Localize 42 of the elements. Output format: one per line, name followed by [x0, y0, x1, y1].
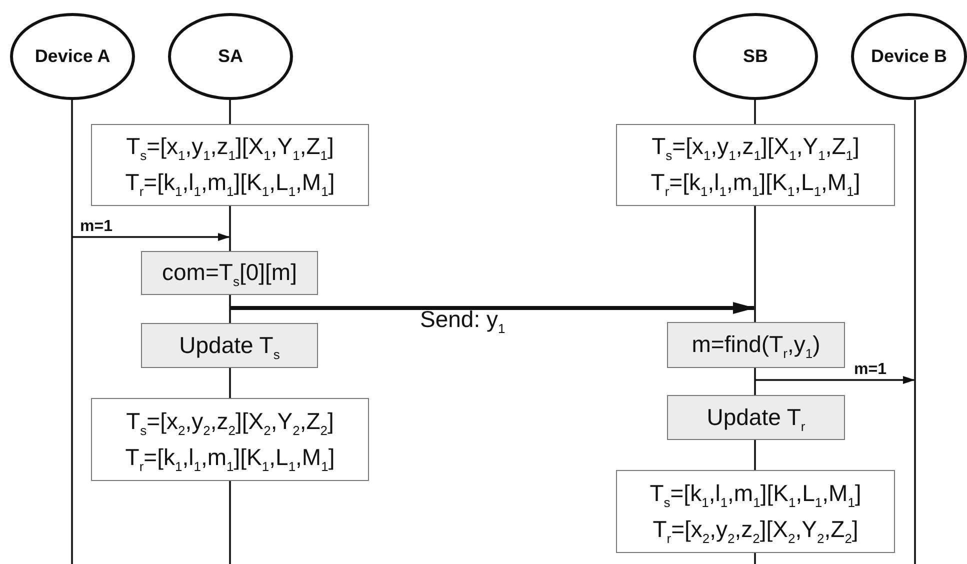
edge-label: m=1	[80, 218, 112, 236]
participant-name: Device B	[870, 46, 948, 67]
table-state-box	[616, 470, 895, 553]
process-box	[141, 251, 318, 295]
table-state-box	[616, 124, 895, 206]
edge-label: Send: y$_{1}$	[420, 306, 506, 333]
process-text: m=find(T$_{r}$,y$_{1}$)	[692, 330, 820, 363]
participant-name: Device A	[34, 46, 110, 67]
table-formula: T$_{r}$=[k$_{1}$,l$_{1}$,m$_{1}$][K$_{1}$,L$_{1}$,M$_{1}$]	[125, 168, 335, 201]
lifeline	[71, 100, 73, 564]
table-formula: T$_{s}$=[k$_{1}$,l$_{1}$,m$_{1}$][K$_{1}$,L$_{1}$,M$_{1}$]	[650, 478, 862, 512]
lifeline	[754, 368, 756, 395]
lifeline	[229, 368, 231, 398]
lifeline	[229, 295, 231, 323]
process-text: Update T$_{s}$	[179, 330, 280, 364]
table-state-box	[91, 124, 369, 206]
table-formula: T$_{r}$=[x$_{2}$,y$_{2}$,z$_{2}$][X$_{2}$,Y$_{2}$,Z$_{2}$]	[652, 514, 858, 548]
process-box	[667, 322, 845, 368]
participant-name: SA	[218, 46, 243, 67]
lifeline	[754, 206, 756, 322]
table-formula: T$_{s}$=[x$_{1}$,y$_{1}$,z$_{1}$][X$_{1}$,Y$_{1}$,Z$_{1}$]	[652, 132, 860, 165]
edge-label: m=1	[854, 361, 886, 379]
message-arrow	[755, 376, 915, 384]
message-arrow	[72, 233, 230, 241]
process-text: Update T$_{r}$	[706, 402, 806, 436]
table-formula: T$_{r}$=[k$_{1}$,l$_{1}$,m$_{1}$][K$_{1}$,L$_{1}$,M$_{1}$]	[125, 442, 335, 476]
lifeline	[229, 100, 231, 124]
lifeline	[229, 481, 231, 564]
table-formula: T$_{r}$=[k$_{1}$,l$_{1}$,m$_{1}$][K$_{1}$,L$_{1}$,M$_{1}$]	[650, 168, 860, 201]
table-state-box	[91, 398, 369, 481]
participant-name: SB	[742, 46, 768, 67]
table-formula: T$_{s}$=[x$_{1}$,y$_{1}$,z$_{1}$][X$_{1}$,Y$_{1}$,Z$_{1}$]	[126, 132, 334, 165]
lifeline	[754, 100, 756, 124]
lifeline	[754, 440, 756, 470]
table-formula: T$_{s}$=[x$_{2}$,y$_{2}$,z$_{2}$][X$_{2}$,Y$_{2}$,Z$_{2}$]	[126, 406, 334, 440]
lifeline	[229, 206, 231, 251]
process-text: com=T$_{s}$[0][m]	[162, 258, 297, 291]
message-arrow	[230, 302, 755, 314]
process-box	[667, 395, 845, 440]
process-box	[141, 323, 318, 368]
lifeline	[914, 100, 916, 564]
lifeline	[754, 553, 756, 564]
